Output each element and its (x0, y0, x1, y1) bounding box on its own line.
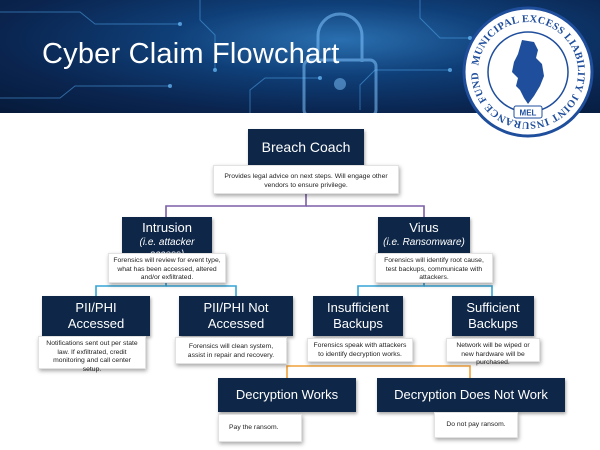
node-sufficient-backups: Sufficient Backups (452, 296, 534, 336)
page-title: Cyber Claim Flowchart (42, 38, 340, 70)
note-decryption-does-not-work: Do not pay ransom. (434, 412, 518, 438)
note-insufficient-backups: Forensics speak with attackers to identi… (307, 338, 413, 362)
node-insufficient-backups: Insufficient Backups (313, 296, 403, 336)
node-breach-coach: Breach Coach (248, 129, 364, 165)
node-intrusion: Intrusion (i.e. attacker access) (122, 217, 212, 260)
node-title-line2: Accessed (67, 316, 125, 331)
node-title: Decryption Works (235, 387, 339, 402)
node-title-line2: Backups (333, 316, 383, 331)
node-title: Virus (409, 220, 439, 235)
note-breach-coach: Provides legal advice on next steps. Wil… (213, 165, 399, 194)
node-title: Intrusion (142, 220, 192, 235)
note-sufficient-backups: Network will be wiped or new hardware wi… (446, 338, 540, 366)
circuit-pattern-decoration (0, 0, 472, 113)
note-virus: Forensics will identify root cause, test… (375, 253, 493, 283)
mel-seal-logo: MUNICIPAL EXCESS LIABILITY JOINT INSURAN… (462, 6, 594, 138)
node-title-line1: PII/PHI Not (203, 300, 269, 315)
node-pii-not-accessed: PII/PHI Not Accessed (179, 296, 293, 336)
node-title-line2: Accessed (207, 316, 265, 331)
seal-badge-text: MEL (520, 109, 537, 118)
note-pii-not-accessed: Forensics will clean system, assist in r… (175, 337, 287, 364)
node-decryption-does-not-work: Decryption Does Not Work (377, 378, 565, 412)
node-subtitle: (i.e. Ransomware) (383, 237, 465, 248)
node-decryption-works: Decryption Works (218, 378, 356, 412)
note-pii-accessed: Notifications sent out per state law. If… (38, 336, 146, 373)
node-title-line1: PII/PHI (75, 300, 117, 315)
node-title-line1: Insufficient (327, 300, 389, 315)
node-title-line1: Sufficient (466, 300, 520, 315)
note-decryption-works: Pay the ransom. (218, 414, 302, 442)
state-silhouette-icon (512, 40, 544, 104)
node-title-line2: Backups (468, 316, 518, 331)
padlock-icon (302, 12, 378, 113)
note-intrusion: Forensics will review for event type, wh… (108, 253, 226, 283)
node-virus: Virus (i.e. Ransomware) (378, 217, 470, 253)
node-pii-accessed: PII/PHI Accessed (42, 296, 150, 336)
node-title: Decryption Does Not Work (394, 387, 548, 402)
node-title: Breach Coach (261, 139, 351, 155)
